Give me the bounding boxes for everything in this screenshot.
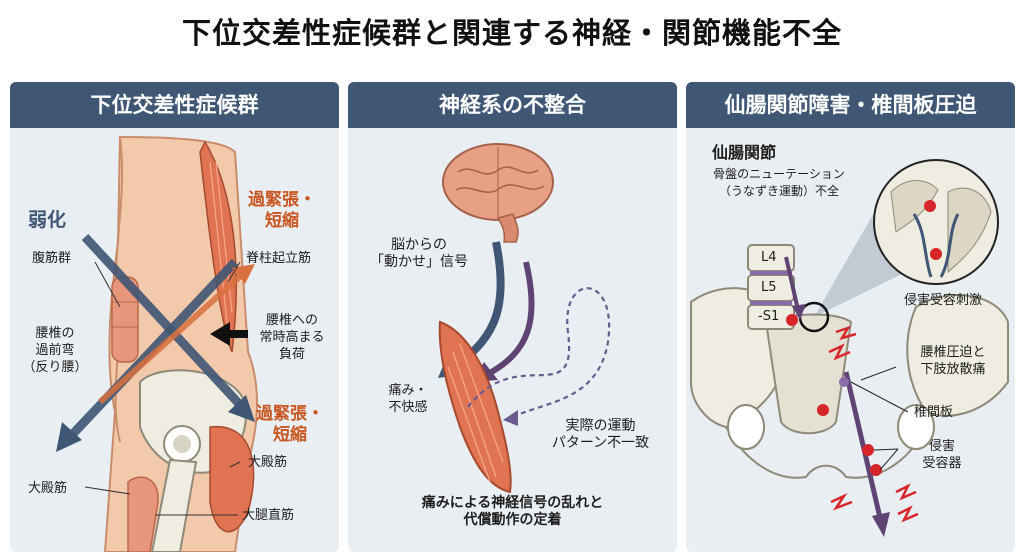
tight-arrow bbox=[97, 269, 248, 405]
leader-line-compression bbox=[860, 366, 897, 381]
panel-si-joint: 仙腸関節障害・椎間板圧迫 仙腸関節 骨盤のニューテーション（うなずき運動）不全 … bbox=[686, 82, 1015, 552]
nervous-illustration bbox=[438, 143, 611, 494]
panel1-header: 下位交差性症候群 bbox=[10, 82, 339, 128]
zoom-detail bbox=[873, 159, 999, 285]
glute-left-label: 大殿筋 bbox=[28, 481, 68, 496]
weak-arrow bbox=[81, 233, 255, 422]
nociceptor-label: 侵害受容器 bbox=[922, 439, 962, 471]
leader-line-glute bbox=[229, 461, 241, 468]
panel2-header: 神経系の不整合 bbox=[348, 82, 677, 128]
si-joint-label: 仙腸関節 bbox=[712, 143, 777, 162]
mismatch-path bbox=[467, 287, 611, 418]
panel-nervous: 神経系の不整合 脳からの「動かせ」信号 痛み・不快感 実際の運動パターン不一致 … bbox=[348, 82, 677, 552]
pelvis-illustration bbox=[690, 159, 1009, 537]
disc-l4-l5 bbox=[750, 271, 792, 275]
compression-arrow bbox=[784, 256, 806, 320]
pain-zigzag-3 bbox=[830, 493, 853, 511]
brain-icon bbox=[442, 143, 554, 243]
pain-point-2 bbox=[817, 404, 829, 416]
disc-label: 椎間板 bbox=[914, 405, 954, 420]
panel-lower-crossed: 下位交差性症候群 弱化 腹筋群 腰椎の過前弯（反り腰） 過緊張・短縮 脊柱起立筋… bbox=[10, 82, 339, 552]
glute-right-label: 大殿筋 bbox=[248, 455, 288, 470]
page-title: 下位交差性症候群と関連する神経・関節機能不全 bbox=[181, 16, 842, 50]
compression-label: 腰椎圧迫と下肢放散痛 bbox=[920, 345, 986, 377]
tight-upper-label: 過緊張・短縮 bbox=[248, 190, 316, 231]
mismatch-arrow-head bbox=[503, 410, 518, 426]
disc-l5-s1 bbox=[750, 301, 792, 305]
weak-arrow-2 bbox=[56, 258, 239, 452]
mismatch-label: 実際の運動パターン不一致 bbox=[551, 418, 650, 451]
muscle-icon bbox=[438, 320, 512, 494]
leader-line-abdominal bbox=[94, 261, 121, 308]
nervous-summary: 痛みによる神経信号の乱れと代償動作の定着 bbox=[421, 495, 604, 528]
leader-line-disc bbox=[850, 381, 909, 413]
weak-label: 弱化 bbox=[28, 209, 67, 231]
nociceptor-stim-label: 侵害受容刺激 bbox=[904, 293, 983, 308]
load-arrow bbox=[210, 322, 248, 346]
load-label: 腰椎への常時高まる負荷 bbox=[259, 313, 325, 362]
pain-zigzag-2 bbox=[828, 343, 851, 361]
disc-marker bbox=[839, 377, 849, 387]
panel3-header: 仙腸関節障害・椎間板圧迫 bbox=[686, 82, 1015, 128]
rectus-femoris-muscle bbox=[127, 476, 159, 552]
pain-point-1 bbox=[786, 314, 798, 326]
tight-lower-label: 過緊張・短縮 bbox=[256, 404, 324, 445]
signal-label: 脳からの「動かせ」信号 bbox=[370, 237, 468, 270]
pain-point-3 bbox=[862, 444, 874, 456]
pain-label: 痛み・不快感 bbox=[388, 383, 428, 415]
rectus-label: 大腿直筋 bbox=[242, 508, 295, 523]
vertebra-l5-label: L5 bbox=[761, 280, 777, 295]
leader-line-nociceptor-2 bbox=[879, 448, 899, 471]
erector-spinae-muscle bbox=[199, 140, 238, 353]
nutation-label: 骨盤のニューテーション（うなずき運動）不全 bbox=[713, 167, 845, 198]
vertebra-s1-label: -S1 bbox=[758, 309, 780, 324]
lower-crossed-illustration bbox=[56, 135, 258, 552]
lordosis-label: 腰椎の過前弯（反り腰） bbox=[22, 326, 88, 375]
abdominal-label: 腹筋群 bbox=[32, 251, 72, 266]
leader-line-erector bbox=[227, 261, 241, 283]
pain-zigzag-1 bbox=[835, 325, 857, 341]
leader-line-nociceptor-1 bbox=[873, 448, 899, 451]
vertebra-l4-label: L4 bbox=[761, 250, 777, 265]
tight-arrow-head bbox=[232, 264, 255, 284]
pain-zigzag-4 bbox=[895, 483, 917, 501]
pain-zigzag-5 bbox=[897, 505, 919, 523]
leader-line-glute-left bbox=[84, 486, 131, 495]
pain-point-4 bbox=[870, 464, 882, 476]
erector-label: 脊柱起立筋 bbox=[246, 251, 312, 266]
gluteus-muscle bbox=[209, 425, 255, 533]
